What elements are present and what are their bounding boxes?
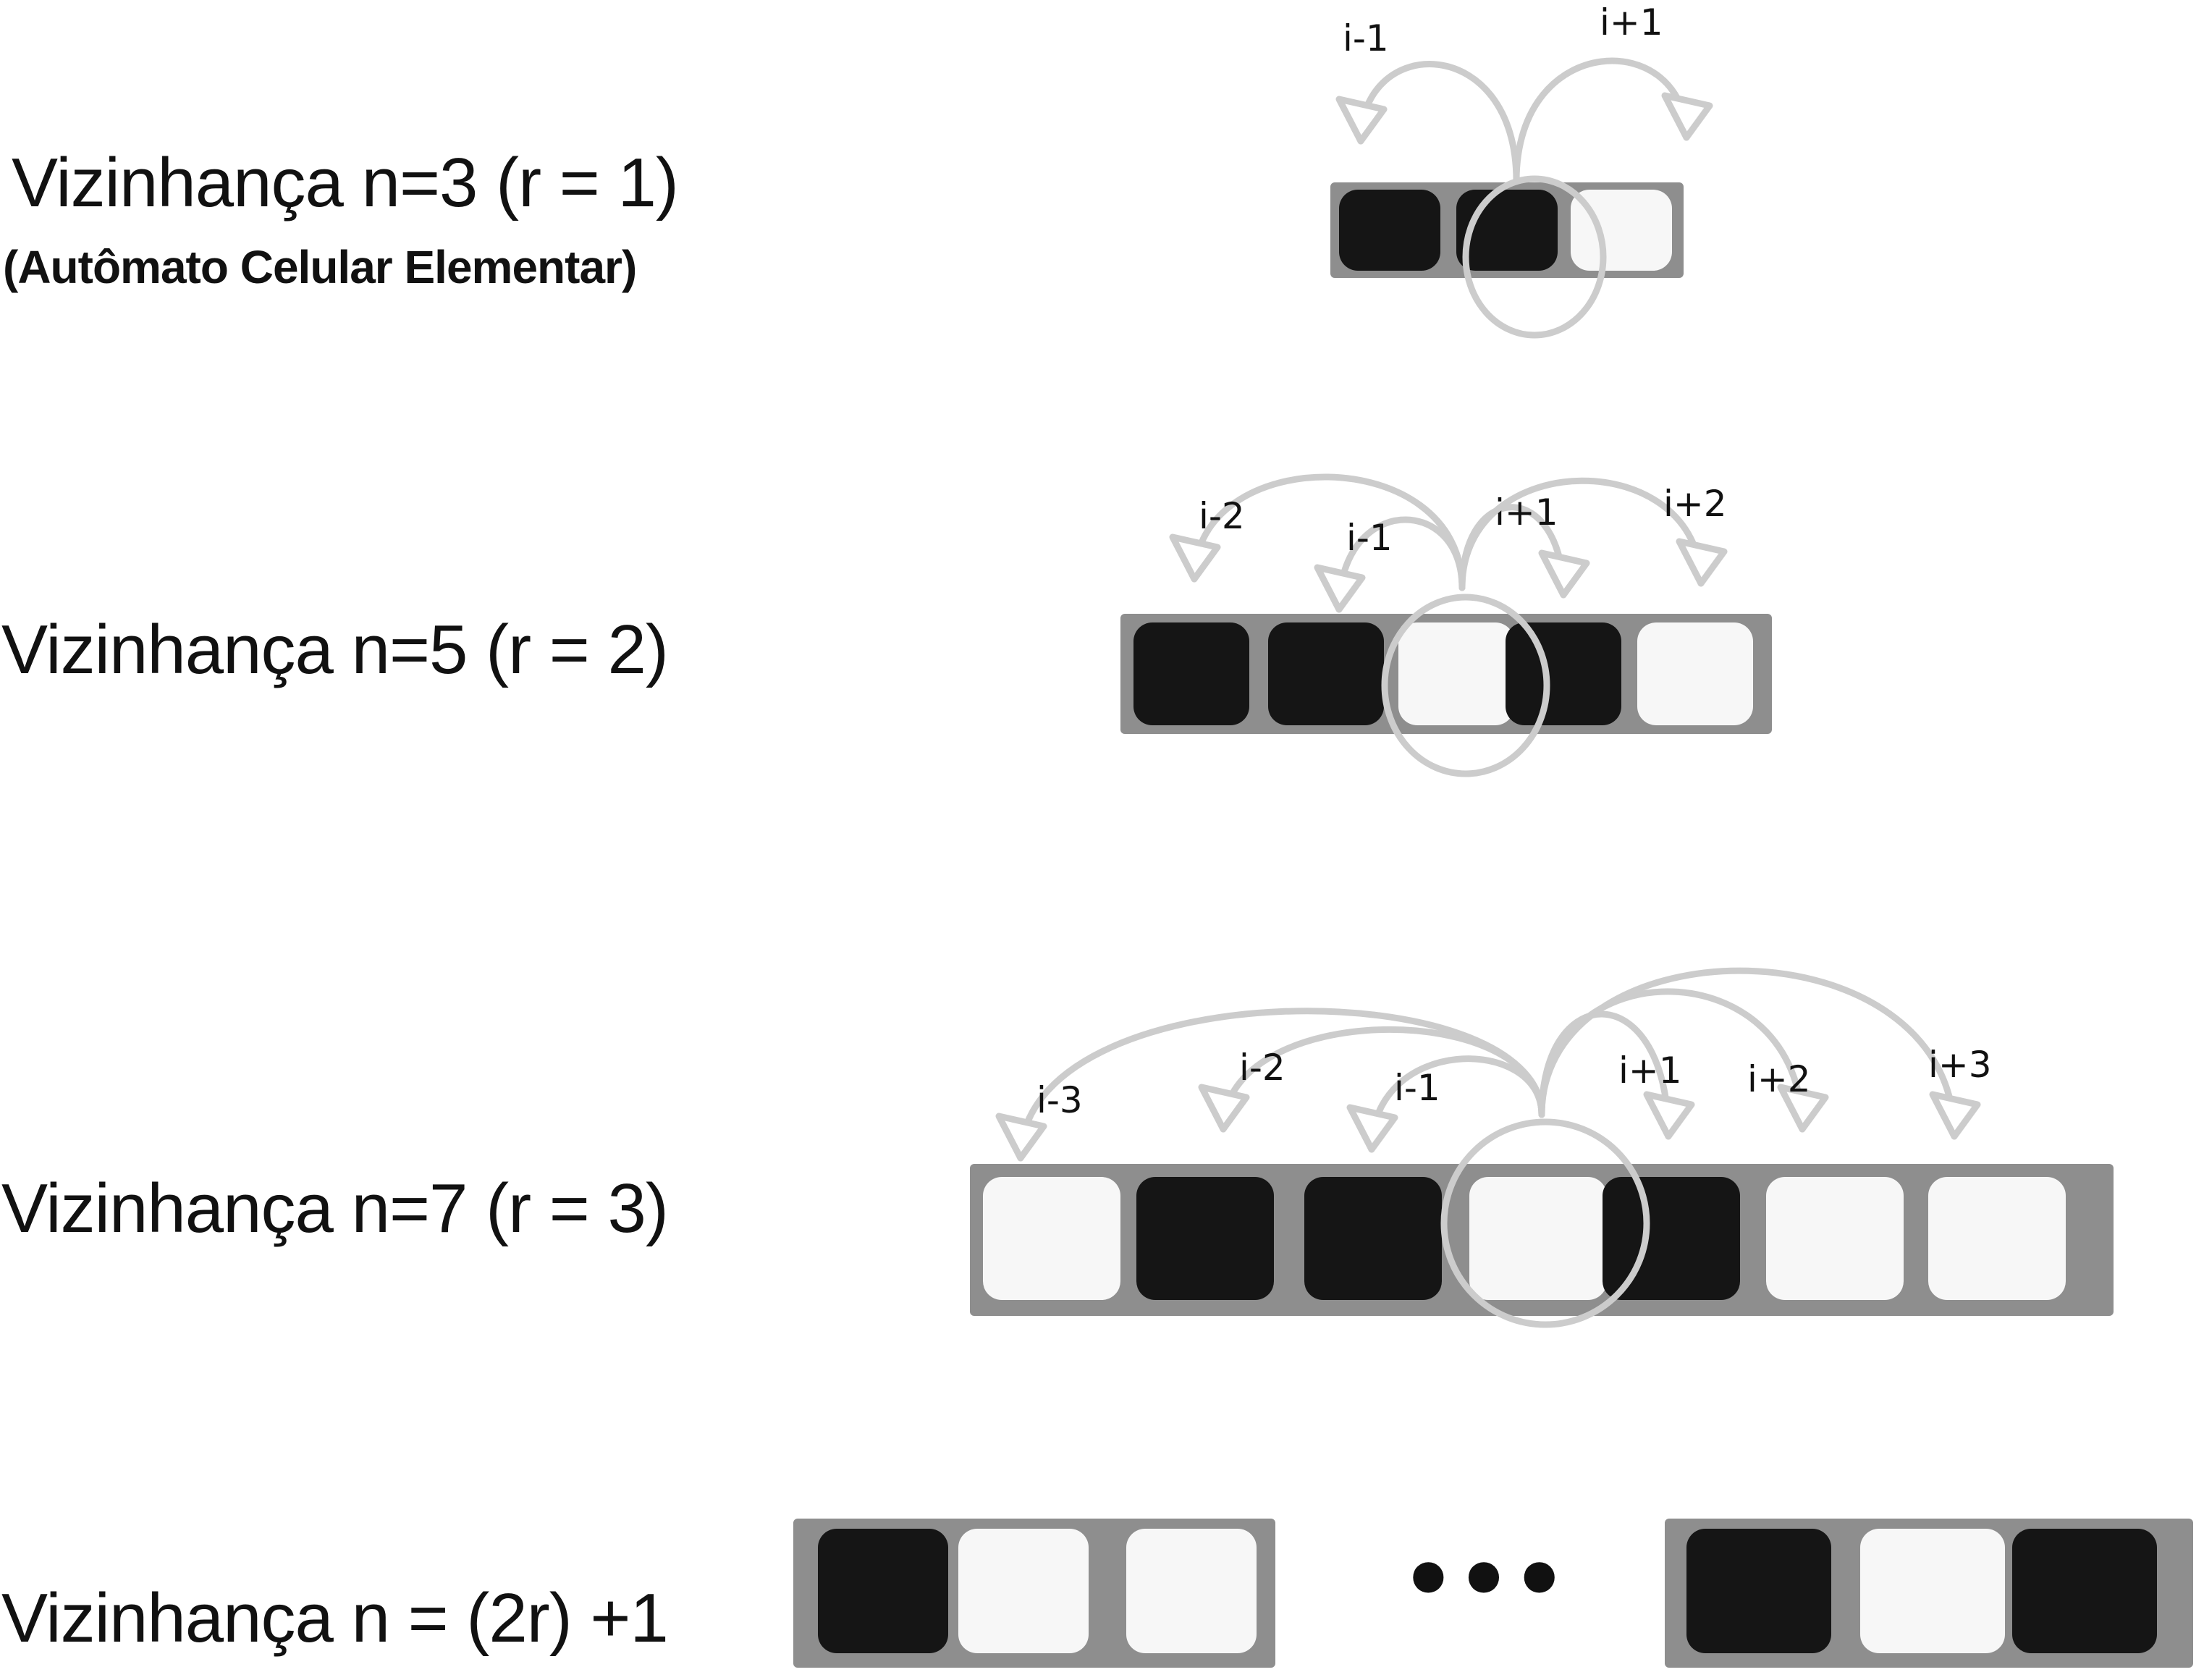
row3-cell-5: [1603, 1177, 1740, 1300]
row3-label-i+3: i+3: [1928, 1044, 1992, 1086]
row4-title: Vizinhança n = (2r) +1: [1, 1579, 669, 1657]
row1-title: Vizinhança n=3 (r = 1): [12, 144, 679, 221]
row3-arrowhead-i-3: [995, 1113, 1047, 1162]
row3-arrowhead-i-2: [1198, 1084, 1250, 1133]
row1-arrowhead-i-1: [1335, 96, 1388, 145]
row2-arrowhead-i-2: [1169, 533, 1221, 583]
row2-cell-5: [1637, 622, 1753, 725]
row1-label-i+1: i+1: [1600, 1, 1663, 43]
row4-left-cell-3: [1126, 1529, 1257, 1653]
row2-label-i+1: i+1: [1495, 491, 1558, 533]
row3-label-i-3: i-3: [1036, 1079, 1083, 1121]
row2-arrowhead-i+1: [1538, 549, 1590, 599]
row1-cell-3: [1571, 190, 1672, 271]
row4-right-cell-2: [1860, 1529, 2005, 1653]
row1-arrow-i+1: [1513, 57, 1690, 185]
row1-arrow-i-1: [1357, 61, 1520, 185]
row1-label-i-1: i-1: [1343, 17, 1389, 59]
row4-right-cell-3: [2012, 1529, 2157, 1653]
row3-cell-4: [1469, 1177, 1607, 1300]
row2-cell-4: [1506, 622, 1621, 725]
row3-cell-3: [1304, 1177, 1442, 1300]
row3-cell-6: [1766, 1177, 1904, 1300]
row2-arrow-i-1: [1335, 516, 1466, 613]
row4-right-cell-1: [1686, 1529, 1831, 1653]
row4-ellipsis: •••: [1401, 1530, 1567, 1631]
row3-arrow-i+3: [1538, 967, 1958, 1140]
row3-label-i+1: i+1: [1618, 1050, 1682, 1092]
row2-label-i-1: i-1: [1346, 517, 1393, 559]
row3-arrow-i-1: [1368, 1055, 1545, 1153]
row2-title: Vizinhança n=5 (r = 2): [1, 611, 669, 688]
row3-arrowhead-i-1: [1346, 1104, 1398, 1153]
row4-left-cell-2: [958, 1529, 1089, 1653]
row3-label-i-1: i-1: [1394, 1067, 1440, 1109]
row2-label-i+2: i+2: [1663, 483, 1727, 525]
row3-cell-7: [1928, 1177, 2066, 1300]
row1-subtitle: (Autômato Celular Elementar): [3, 241, 637, 293]
row3-title: Vizinhança n=7 (r = 3): [1, 1170, 669, 1247]
row3-arrowhead-i+3: [1929, 1091, 1981, 1140]
row2-arrowhead-i-1: [1314, 564, 1366, 613]
row3-arrow-i-2: [1220, 1026, 1545, 1133]
row4-left-cell-1: [818, 1529, 948, 1653]
row3-cell-2: [1136, 1177, 1274, 1300]
row3-label-i-2: i-2: [1239, 1047, 1285, 1089]
row1-arrowhead-i+1: [1661, 92, 1713, 141]
row2-cell-2: [1268, 622, 1384, 725]
row2-arrowhead-i+2: [1676, 538, 1728, 587]
row1-cell-1: [1339, 190, 1440, 271]
row3-arrowhead-i+2: [1777, 1084, 1829, 1133]
row1-center-loop: [1462, 175, 1607, 339]
row3-center-loop: [1440, 1118, 1650, 1328]
row3-cell-1: [983, 1177, 1120, 1300]
row2-cell-3: [1398, 622, 1514, 725]
row3-arrowhead-i+1: [1643, 1091, 1695, 1140]
row3-label-i+2: i+2: [1747, 1058, 1811, 1100]
row2-arrow-i-2: [1191, 473, 1466, 591]
row2-label-i-2: i-2: [1199, 495, 1245, 537]
row2-arrow-i+2: [1458, 477, 1705, 591]
row2-cell-1: [1133, 622, 1249, 725]
row2-center-loop: [1381, 594, 1550, 777]
